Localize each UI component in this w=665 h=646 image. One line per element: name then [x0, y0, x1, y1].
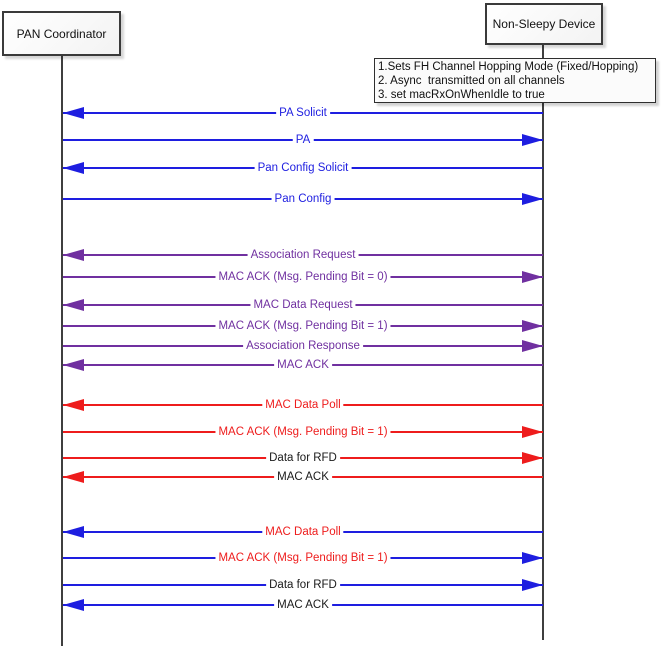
actor-non-sleepy-device: Non-Sleepy Device	[485, 3, 603, 45]
message-mac-data-request: MAC Data Request	[63, 296, 543, 314]
message-label: MAC ACK	[274, 596, 332, 614]
arrowhead-left-icon	[63, 471, 84, 483]
message-label: Data for RFD	[266, 449, 340, 467]
arrowhead-right-icon	[522, 134, 543, 146]
message-label: Association Response	[243, 337, 363, 355]
message-label: MAC Data Poll	[262, 396, 344, 414]
note-line-1: 1.Sets FH Channel Hopping Mode (Fixed/Ho…	[378, 61, 639, 73]
device-config-note: 1.Sets FH Channel Hopping Mode (Fixed/Ho…	[374, 58, 656, 103]
message-mac-ack: MAC ACK	[63, 596, 543, 614]
arrowhead-right-icon	[522, 340, 543, 352]
arrowhead-left-icon	[63, 399, 84, 411]
message-label: MAC ACK	[274, 468, 332, 486]
message-label: MAC ACK (Msg. Pending Bit = 1)	[215, 549, 391, 567]
message-pan-config-solicit: Pan Config Solicit	[63, 159, 543, 177]
message-label: Pan Config Solicit	[254, 159, 352, 177]
message-mac-ack-msg-pending-bit-0: MAC ACK (Msg. Pending Bit = 0)	[63, 268, 543, 286]
message-label: PA Solicit	[276, 104, 330, 122]
message-mac-ack-msg-pending-bit-1: MAC ACK (Msg. Pending Bit = 1)	[63, 317, 543, 335]
arrowhead-left-icon	[63, 162, 84, 174]
arrowhead-left-icon	[63, 359, 84, 371]
message-label: Association Request	[247, 246, 359, 264]
arrowhead-left-icon	[63, 526, 84, 538]
note-line-2: 2. Async transmitted on all channels	[378, 75, 565, 87]
message-mac-ack-msg-pending-bit-1: MAC ACK (Msg. Pending Bit = 1)	[63, 549, 543, 567]
message-label: MAC ACK (Msg. Pending Bit = 1)	[215, 423, 391, 441]
arrowhead-right-icon	[522, 452, 543, 464]
arrowhead-right-icon	[522, 552, 543, 564]
message-mac-ack: MAC ACK	[63, 356, 543, 374]
message-label: MAC Data Request	[250, 296, 356, 314]
message-mac-ack-msg-pending-bit-1: MAC ACK (Msg. Pending Bit = 1)	[63, 423, 543, 441]
arrowhead-right-icon	[522, 193, 543, 205]
lifeline-non-sleepy-device	[542, 44, 544, 640]
message-pa-solicit: PA Solicit	[63, 104, 543, 122]
message-mac-data-poll: MAC Data Poll	[63, 396, 543, 414]
message-label: Pan Config	[271, 190, 335, 208]
arrowhead-left-icon	[63, 599, 84, 611]
arrowhead-left-icon	[63, 249, 84, 261]
arrowhead-right-icon	[522, 320, 543, 332]
message-label: PA	[292, 131, 314, 149]
message-label: MAC Data Poll	[262, 523, 344, 541]
lifeline-pan-coordinator	[61, 55, 63, 646]
message-mac-data-poll: MAC Data Poll	[63, 523, 543, 541]
actor-non-sleepy-device-label: Non-Sleepy Device	[492, 17, 596, 31]
message-label: MAC ACK (Msg. Pending Bit = 0)	[215, 268, 391, 286]
arrowhead-right-icon	[522, 271, 543, 283]
message-data-for-rfd: Data for RFD	[63, 449, 543, 467]
arrowhead-right-icon	[522, 426, 543, 438]
message-label: MAC ACK	[274, 356, 332, 374]
message-data-for-rfd: Data for RFD	[63, 576, 543, 594]
arrowhead-left-icon	[63, 299, 84, 311]
message-label: Data for RFD	[266, 576, 340, 594]
message-label: MAC ACK (Msg. Pending Bit = 1)	[215, 317, 391, 335]
actor-pan-coordinator: PAN Coordinator	[2, 11, 121, 56]
arrowhead-left-icon	[63, 107, 84, 119]
actor-pan-coordinator-label: PAN Coordinator	[16, 26, 107, 41]
message-pa: PA	[63, 131, 543, 149]
message-association-request: Association Request	[63, 246, 543, 264]
arrowhead-right-icon	[522, 579, 543, 591]
message-association-response: Association Response	[63, 337, 543, 355]
note-line-3: 3. set macRxOnWhenIdle to true	[378, 89, 545, 101]
message-pan-config: Pan Config	[63, 190, 543, 208]
message-mac-ack: MAC ACK	[63, 468, 543, 486]
